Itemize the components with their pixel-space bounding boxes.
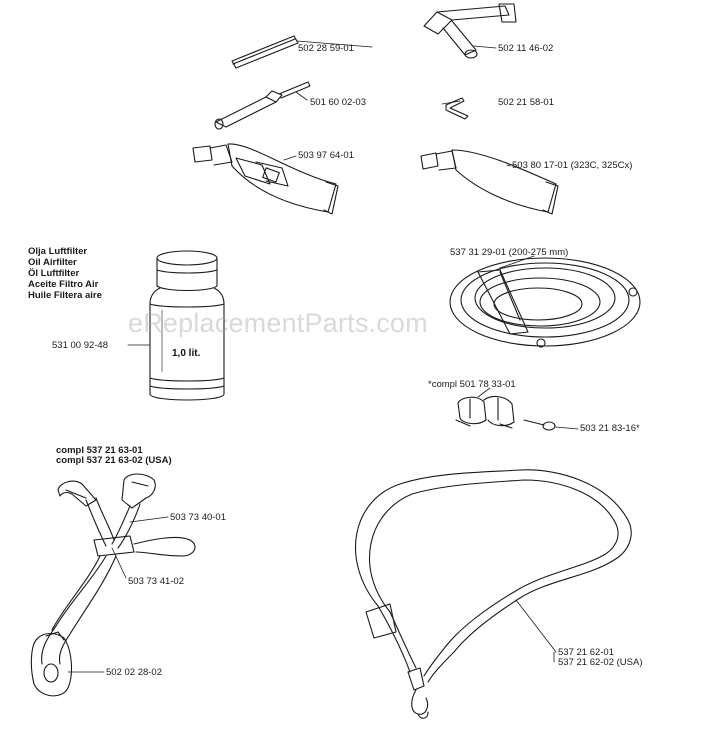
part-label-harness-kit-1: compl 537 21 63-01 (56, 445, 143, 456)
filter-oil-name: Aceite Filtro Air (28, 279, 99, 290)
part-label-strap-2: 537 21 62-02 (USA) (558, 657, 643, 668)
oil-bottle-part (127, 250, 225, 401)
hex-key-part (441, 97, 469, 120)
part-label-socket-wrench: 502 11 46-02 (498, 43, 554, 54)
carrying-strap-part (355, 469, 632, 719)
part-label-clamp-kit: *compl 501 78 33-01 (428, 379, 516, 390)
grease-tube-1-part (192, 143, 339, 215)
part-label-clamp-screw: 503 21 83-16* (580, 423, 640, 434)
clamp-part (455, 387, 579, 431)
filter-oil-name: Öl Luftfilter (28, 268, 80, 279)
part-label-hex-key: 502 21 58-01 (498, 97, 554, 108)
part-label-oil-bottle: 531 00 92-48 (52, 340, 108, 351)
part-label-harness-hook: 503 73 41-02 (128, 576, 184, 587)
part-label-harness-buckle: 503 73 40-01 (170, 512, 226, 523)
watermark: eReplacementParts.com (128, 308, 428, 338)
filter-oil-name: Huile Filtera aire (28, 290, 102, 301)
filter-oil-name: Olja Luftfilter (28, 246, 88, 257)
part-label-strap-1: 537 21 62-01 (558, 647, 614, 658)
trimmer-guard-part (449, 255, 641, 348)
part-label-grease-tube-1: 503 97 64-01 (298, 150, 354, 161)
harness-part (30, 473, 196, 697)
part-label-trimmer-guard: 537 31 29-01 (200-275 mm) (450, 247, 569, 258)
part-label-harness-kit-2: compl 537 21 63-02 (USA) (56, 455, 172, 466)
part-label-harness-pad: 502 02 28-02 (106, 667, 162, 678)
part-label-screwdriver: 501 60 02-03 (310, 97, 366, 108)
filter-oil-names: Olja Luftfilter Oil Airfilter Öl Luftfil… (28, 246, 102, 301)
grease-tube-2-part (420, 149, 559, 215)
rod-part (231, 35, 373, 69)
part-label-grease-tube-2: 503 80 17-01 (323C, 325Cx) (512, 160, 633, 171)
screwdriver-part (214, 81, 311, 130)
filter-oil-name: Oil Airfilter (28, 257, 77, 268)
part-label-rod: 502 28 59-01 (298, 43, 354, 54)
socket-wrench-part (423, 3, 517, 59)
bottle-volume-label: 1,0 lit. (172, 348, 201, 359)
